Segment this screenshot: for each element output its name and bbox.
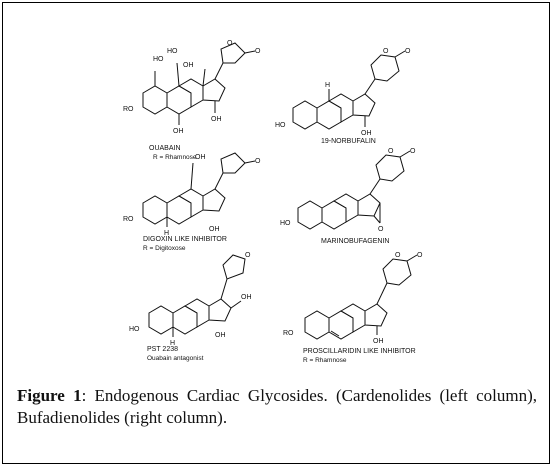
atom-label: HO bbox=[275, 122, 286, 129]
atom-label: O bbox=[255, 158, 261, 165]
atom-label: O bbox=[383, 48, 389, 55]
atom-label: O bbox=[255, 48, 261, 55]
ouabain-structure: HO HO RO OH OH OH O O bbox=[123, 40, 261, 135]
atom-label: OH bbox=[173, 128, 184, 135]
atom-label: HO bbox=[129, 326, 140, 333]
atom-label: O bbox=[388, 148, 394, 155]
pst-structure: HO H OH OH O bbox=[129, 252, 252, 347]
compound-r-group: R = Rhamnose bbox=[303, 357, 347, 364]
digoxin-structure: OH RO H OH O bbox=[123, 152, 261, 237]
atom-label: H bbox=[164, 230, 169, 237]
atom-label: HO bbox=[167, 48, 178, 55]
atom-label: O bbox=[245, 252, 251, 259]
compound-r-group: R = Digitoxose bbox=[143, 245, 186, 252]
compound-name: DIGOXIN LIKE INHIBITOR bbox=[143, 236, 227, 243]
atom-label: OH bbox=[361, 130, 372, 137]
atom-label: H bbox=[325, 82, 330, 89]
atom-label: OH bbox=[183, 62, 194, 69]
atom-label: RO bbox=[123, 106, 134, 113]
compound-name: PST 2238 bbox=[147, 346, 178, 353]
atom-label: OH bbox=[241, 294, 252, 301]
atom-label: O bbox=[417, 252, 423, 259]
atom-label: O bbox=[378, 226, 384, 233]
norbufalin-structure: HO H OH O O bbox=[275, 48, 411, 137]
compound-name: MARINOBUFAGENIN bbox=[321, 238, 389, 245]
caption-text: : Endogenous Cardiac Glycosides. (Carden… bbox=[17, 386, 537, 427]
compound-name: OUABAIN bbox=[149, 145, 181, 152]
marinobufagenin-structure: HO O O O bbox=[280, 148, 416, 233]
figure-number: 1 bbox=[73, 386, 82, 405]
atom-label: H bbox=[170, 340, 175, 347]
structures-panel: HO HO RO OH OH OH O O OUABAIN R = Rhamno… bbox=[123, 40, 423, 364]
atom-label: OH bbox=[373, 338, 384, 345]
atom-label: HO bbox=[280, 220, 291, 227]
atom-label: O bbox=[395, 252, 401, 259]
atom-label: O bbox=[410, 148, 416, 155]
atom-label: OH bbox=[215, 332, 226, 339]
figure-label: Figure bbox=[17, 386, 65, 405]
atom-label: O bbox=[405, 48, 411, 55]
atom-label: HO bbox=[153, 56, 164, 63]
atom-label: OH bbox=[195, 154, 206, 161]
figure-caption: Figure 1: Endogenous Cardiac Glycosides.… bbox=[17, 385, 537, 429]
atom-label: OH bbox=[209, 226, 220, 233]
compound-r-group: Ouabain antagonist bbox=[147, 355, 204, 362]
atom-label: OH bbox=[211, 116, 222, 123]
compound-name: 19-NORBUFALIN bbox=[321, 138, 376, 145]
atom-label: O bbox=[227, 40, 233, 47]
proscillaridin-structure: RO OH O O bbox=[283, 252, 423, 345]
figure-frame: HO HO RO OH OH OH O O OUABAIN R = Rhamno… bbox=[2, 2, 550, 464]
atom-label: RO bbox=[283, 330, 294, 337]
compound-name: PROSCILLARIDIN LIKE INHIBITOR bbox=[303, 348, 416, 355]
compound-r-group: R = Rhamnose bbox=[153, 154, 197, 161]
atom-label: RO bbox=[123, 216, 134, 223]
